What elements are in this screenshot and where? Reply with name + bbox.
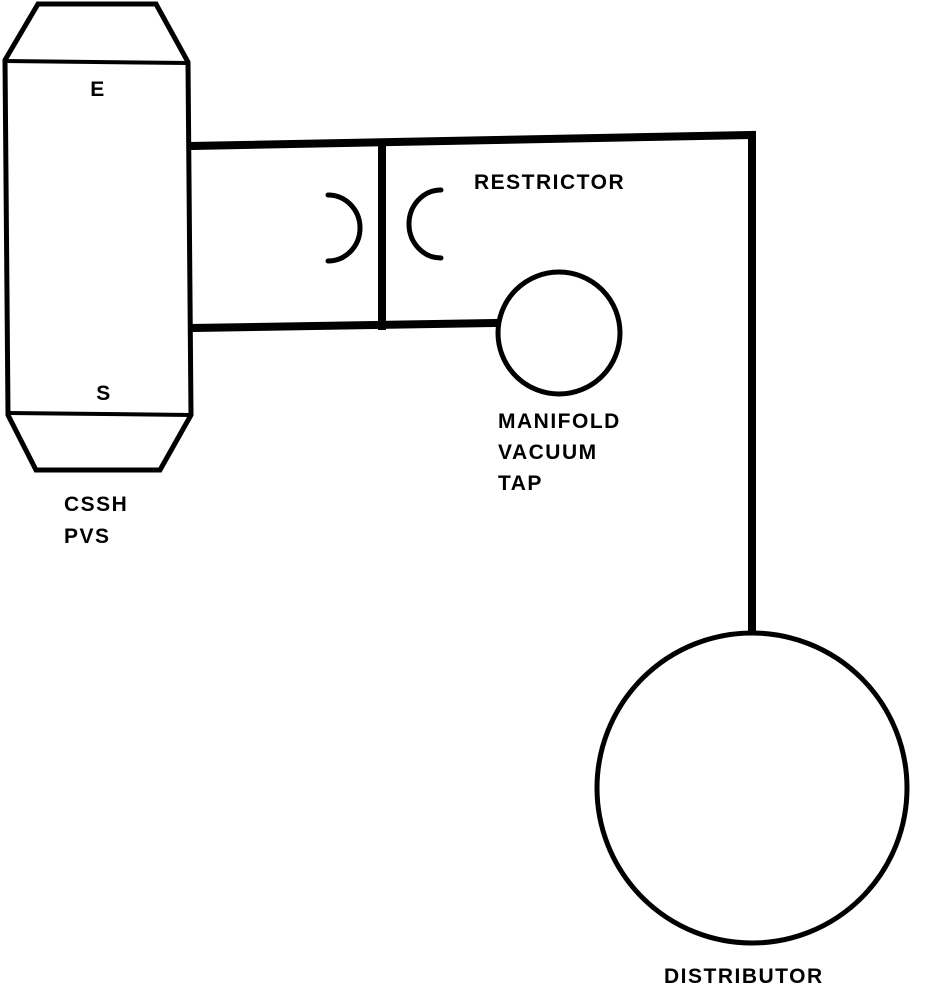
- valve-name-line1: CSSH: [64, 493, 128, 516]
- hose-valve-to-distributor: [185, 130, 756, 636]
- valve-name-line2: PVS: [64, 525, 111, 548]
- restrictor-left-arc: [325, 192, 363, 264]
- restrictor-label: RESTRICTOR: [474, 171, 625, 194]
- valve-port-e-label: E: [90, 78, 106, 101]
- manifold-vacuum-tap: [495, 269, 623, 397]
- cssh-pvs-valve: E S: [2, 1, 194, 473]
- valve-bottom-divider: [7, 411, 192, 417]
- hose-valve-to-vacuum-tap: [185, 318, 503, 333]
- valve-body: [2, 1, 194, 473]
- valve-top-divider: [4, 59, 189, 65]
- vacuum-tap-label-line2: VACUUM: [498, 441, 598, 464]
- distributor-label: DISTRIBUTOR: [664, 965, 824, 988]
- restrictor-symbol: [325, 187, 444, 264]
- vacuum-tap-label-line3: TAP: [498, 472, 543, 495]
- vacuum-tap-label-line1: MANIFOLD: [498, 410, 621, 433]
- hose-lines: [185, 130, 756, 636]
- valve-port-s-label: S: [96, 382, 112, 405]
- distributor: [594, 630, 910, 946]
- restrictor-right-arc: [406, 187, 444, 261]
